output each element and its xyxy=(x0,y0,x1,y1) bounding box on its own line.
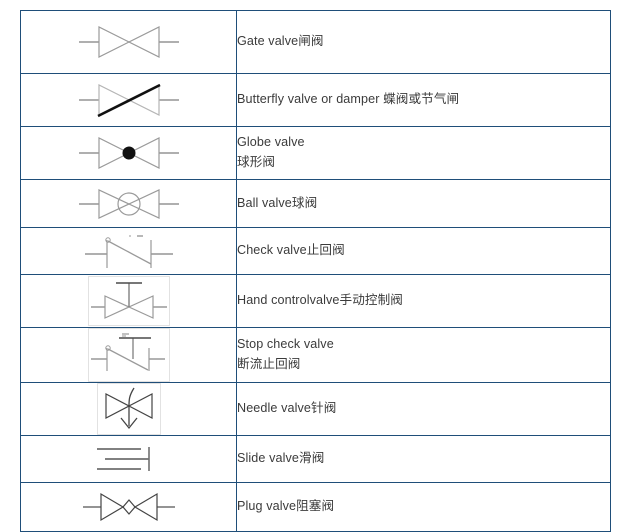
stop-check-valve-symbol xyxy=(21,328,236,382)
valve-symbol-table: Gate valve闸阀 xyxy=(20,10,611,532)
plug-valve-symbol xyxy=(21,487,236,527)
table-row: Ball valve球阀 xyxy=(20,179,611,228)
valve-label-en: Gate valve闸阀 xyxy=(237,34,324,49)
valve-label-en: Plug valve阻塞阀 xyxy=(237,499,335,514)
valve-label-en: Globe valve xyxy=(237,135,305,150)
valve-label-en: Ball valve球阀 xyxy=(237,195,318,210)
slide-valve-symbol xyxy=(21,441,236,477)
label-cell: Check valve止回阀 xyxy=(236,227,611,275)
check-valve-symbol xyxy=(21,230,236,272)
table-row: Butterfly valve or damper 蝶阀或节气闸 xyxy=(20,73,611,127)
valve-label-zh: 断流止回阀 xyxy=(237,357,301,371)
needle-valve-symbol xyxy=(21,383,236,435)
table-row: Plug valve阻塞阀 xyxy=(20,482,611,532)
label-cell: Gate valve闸阀 xyxy=(236,10,611,74)
symbol-cell xyxy=(20,435,237,483)
label-cell: Plug valve阻塞阀 xyxy=(236,482,611,532)
label-cell: Hand controlvalve手动控制阀 xyxy=(236,274,611,328)
ball-valve-symbol xyxy=(21,183,236,225)
symbol-cell xyxy=(20,274,237,328)
hand-control-valve-symbol xyxy=(21,276,236,326)
table-row: Slide valve滑阀 xyxy=(20,435,611,483)
table-row: Gate valve闸阀 xyxy=(20,10,611,74)
symbol-cell xyxy=(20,327,237,383)
valve-label-en: Butterfly valve or damper 蝶阀或节气闸 xyxy=(237,92,460,107)
table-row: Globe valve 球形阀 xyxy=(20,126,611,180)
butterfly-valve-symbol xyxy=(21,79,236,121)
label-cell: Butterfly valve or damper 蝶阀或节气闸 xyxy=(236,73,611,127)
symbol-cell xyxy=(20,179,237,228)
symbol-cell xyxy=(20,126,237,180)
valve-label-en: Slide valve滑阀 xyxy=(237,451,325,466)
valve-label-en: Stop check valve xyxy=(237,337,334,352)
table-row: Hand controlvalve手动控制阀 xyxy=(20,274,611,328)
valve-label-en: Hand controlvalve手动控制阀 xyxy=(237,293,403,308)
symbol-cell xyxy=(20,382,237,436)
symbol-cell xyxy=(20,482,237,532)
label-cell: Stop check valve 断流止回阀 xyxy=(236,327,611,383)
valve-label-en: Check valve止回阀 xyxy=(237,243,345,258)
symbol-cell xyxy=(20,10,237,74)
label-cell: Slide valve滑阀 xyxy=(236,435,611,483)
label-cell: Globe valve 球形阀 xyxy=(236,126,611,180)
symbol-cell xyxy=(20,227,237,275)
globe-valve-symbol xyxy=(21,132,236,174)
label-cell: Ball valve球阀 xyxy=(236,179,611,228)
table-row: Needle valve针阀 xyxy=(20,382,611,436)
table-row: Check valve止回阀 xyxy=(20,227,611,275)
label-cell: Needle valve针阀 xyxy=(236,382,611,436)
valve-label-en: Needle valve针阀 xyxy=(237,401,337,416)
valve-label-zh: 球形阀 xyxy=(237,155,276,169)
symbol-cell xyxy=(20,73,237,127)
gate-valve-symbol xyxy=(21,21,236,63)
table-row: Stop check valve 断流止回阀 xyxy=(20,327,611,383)
